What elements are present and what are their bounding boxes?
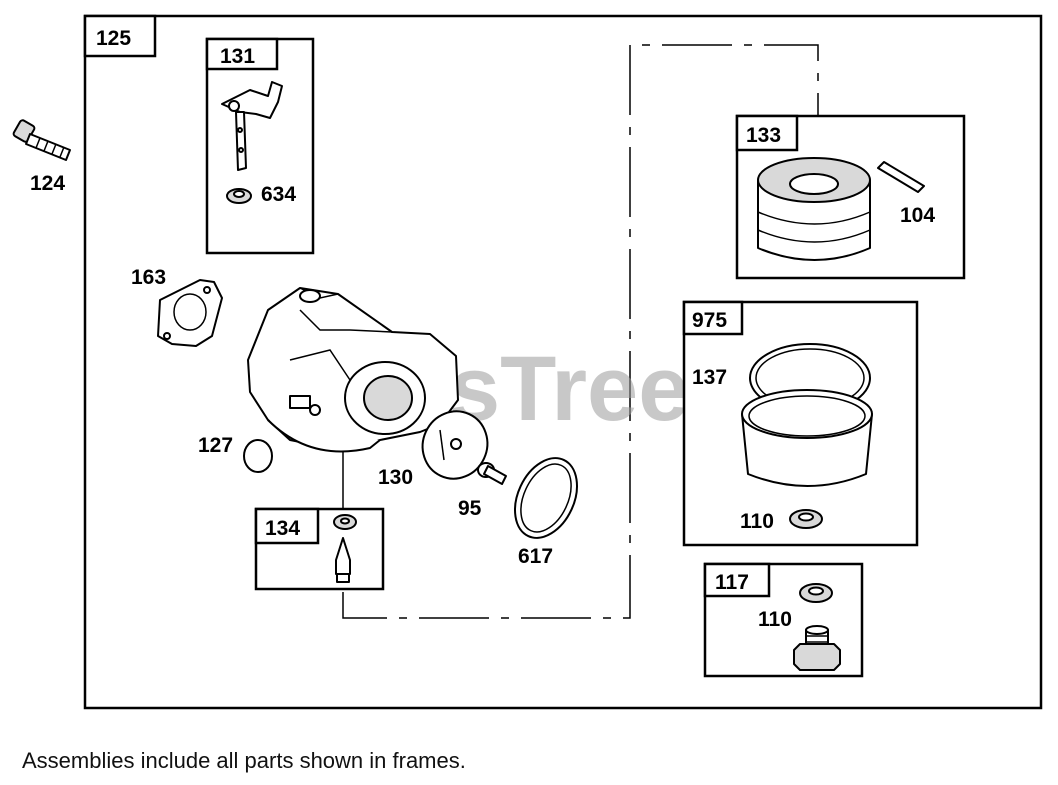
frame-125-tag: [83, 14, 157, 58]
float-icon: [757, 157, 871, 261]
part-124-label: 124: [30, 172, 65, 195]
frame-125-label: 125: [96, 27, 131, 50]
part-634-label: 634: [261, 183, 296, 206]
part-617-label: 617: [518, 545, 553, 568]
plug-127-icon: [243, 439, 273, 473]
bowl-nut-icon: [793, 625, 841, 671]
oring-617-icon: [514, 457, 578, 539]
part-110-b-label: 110: [758, 608, 792, 631]
part-104-label: 104: [900, 204, 935, 227]
frame-134-label: 134: [265, 517, 300, 540]
frame-131-label: 131: [220, 45, 255, 68]
frame-133-tag: [735, 114, 799, 152]
part-127-label: 127: [198, 434, 233, 457]
frame-131-tag: [205, 37, 279, 71]
part-95-label: 95: [458, 497, 482, 520]
part-163-label: 163: [131, 266, 166, 289]
washer-110-a-icon: [789, 509, 823, 529]
float-bowl-icon: [741, 389, 873, 487]
inlet-needle-icon: [335, 537, 351, 583]
washer-110-b-icon: [799, 583, 833, 603]
frame-117-label: 117: [715, 571, 749, 594]
screw-95-icon: [477, 462, 507, 485]
gasket-163-icon: [157, 279, 223, 347]
frame-133-label: 133: [746, 124, 781, 147]
throttle-shaft-icon: [221, 81, 283, 171]
seat-icon: [333, 514, 357, 530]
part-130-label: 130: [378, 466, 413, 489]
throttle-plate-130-icon: [421, 410, 489, 480]
connector-line: [342, 44, 819, 619]
frame-131: [205, 37, 315, 255]
frame-975-tag: [682, 300, 744, 336]
washer-634-icon: [226, 188, 252, 204]
carburetor-body-icon: [247, 287, 459, 453]
frame-117-tag: [703, 562, 771, 598]
part-137-label: 137: [692, 366, 727, 389]
frame-134: [254, 507, 385, 591]
footnote: Assemblies include all parts shown in fr…: [22, 748, 466, 773]
frame-134-tag: [254, 507, 320, 545]
frame-975-label: 975: [692, 309, 727, 332]
part-110-a-label: 110: [740, 510, 774, 533]
screw-124-icon: [12, 119, 71, 161]
pin-104-icon: [877, 161, 925, 193]
